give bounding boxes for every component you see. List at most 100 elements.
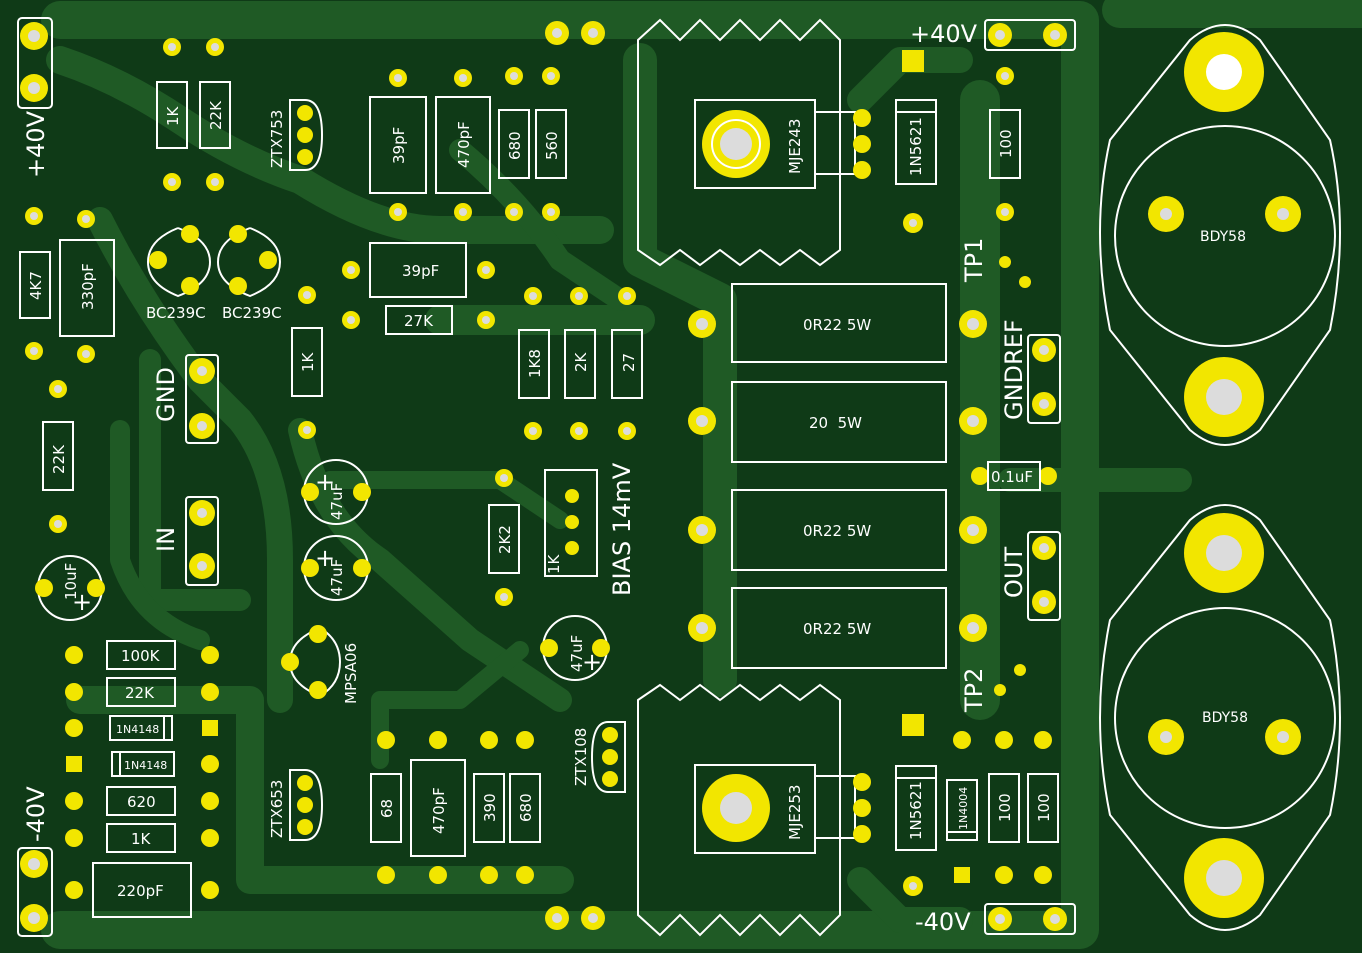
pads-bottom-mid <box>545 906 605 930</box>
resistor-1k8: 1K8 <box>518 287 550 440</box>
neg40-left-label: -40V <box>22 786 50 842</box>
svg-text:1K: 1K <box>131 830 152 848</box>
svg-text:MPSA06: MPSA06 <box>342 643 360 704</box>
svg-text:22K: 22K <box>125 684 155 702</box>
svg-text:1N4148: 1N4148 <box>124 759 167 772</box>
resistor-680-bottom: 680 <box>509 731 541 884</box>
resistor-1k-mid: 1K <box>291 286 323 439</box>
potentiometer-1k: 1K <box>544 469 598 577</box>
diode-1n4004: 1N4004 <box>946 731 978 883</box>
conn-pos40-left: +40V <box>17 17 53 178</box>
test-point-tp1: TP1 <box>960 238 1031 288</box>
test-point-tp2: TP2 <box>960 664 1026 713</box>
resistor-680-top: 680 <box>498 67 530 221</box>
svg-text:1K8: 1K8 <box>526 349 544 378</box>
svg-text:+: + <box>582 648 602 676</box>
conn-gnd: GND <box>152 354 219 444</box>
svg-text:ZTX108: ZTX108 <box>572 728 590 786</box>
conn-out: OUT <box>1000 531 1061 621</box>
power-resistor-4: 0R22 5W <box>688 587 987 669</box>
resistor-560: 560 <box>535 67 567 221</box>
conn-neg40-bottom: -40V <box>915 903 1076 936</box>
svg-text:IN: IN <box>152 527 180 552</box>
svg-text:1N4148: 1N4148 <box>116 723 159 736</box>
svg-text:BDY58: BDY58 <box>1202 710 1248 726</box>
pos40-top-label: +40V <box>910 20 978 48</box>
svg-text:OUT: OUT <box>1000 547 1028 598</box>
capacitor-330pf: 330pF <box>59 210 115 363</box>
svg-text:39pF: 39pF <box>402 262 439 280</box>
svg-text:100: 100 <box>996 793 1014 822</box>
diode-1n5621-bottom: 1N5621 <box>895 714 937 896</box>
svg-text:4K7: 4K7 <box>27 271 45 300</box>
capacitor-39pf-top: 39pF <box>369 69 427 221</box>
resistor-100-bottom-2: 100 <box>1027 731 1059 884</box>
transistor-bc239c-1: BC239C <box>146 225 212 322</box>
resistor-68: 68 <box>370 731 402 884</box>
transistor-bc239c-2: BC239C <box>216 225 282 322</box>
resistor-2k: 2K <box>564 287 596 440</box>
power-resistor-2: 20 5W <box>688 381 987 463</box>
svg-text:10uF: 10uF <box>62 563 80 600</box>
transistor-ztx653: ZTX653 <box>268 769 324 841</box>
svg-text:1K: 1K <box>164 105 182 126</box>
resistor-1k-bottom: 1K <box>65 823 219 853</box>
transistor-ztx108: ZTX108 <box>572 721 626 793</box>
resistor-1k-top: 1K <box>156 38 188 191</box>
svg-text:47uF: 47uF <box>328 559 346 596</box>
resistor-620: 620 <box>65 786 219 816</box>
diode-1n4148-1: 1N4148 <box>65 715 218 741</box>
svg-text:+: + <box>315 468 335 496</box>
capacitor-47uf-1: 47uF + <box>301 459 371 525</box>
svg-text:MJE243: MJE243 <box>786 119 804 174</box>
conn-neg40-left: -40V <box>17 786 53 937</box>
capacitor-47uf-2: 47uF + <box>301 535 371 601</box>
svg-text:27: 27 <box>620 353 638 372</box>
svg-text:1N4004: 1N4004 <box>957 787 970 830</box>
svg-text:MJE253: MJE253 <box>786 785 804 840</box>
svg-text:BC239C: BC239C <box>146 304 206 322</box>
transistor-mpsa06: MPSA06 <box>281 625 360 704</box>
resistor-100-top: 100 <box>989 67 1021 221</box>
svg-text:47uF: 47uF <box>568 635 586 672</box>
conn-gndref: GNDREF <box>1000 319 1061 424</box>
svg-text:GNDREF: GNDREF <box>1000 319 1028 420</box>
svg-text:470pF: 470pF <box>455 121 473 168</box>
pos40-left-label: +40V <box>22 110 50 178</box>
svg-text:620: 620 <box>127 793 156 811</box>
copper-layer <box>41 0 1362 949</box>
capacitor-470pf-top: 470pF <box>435 69 491 221</box>
resistor-390: 390 <box>473 731 505 884</box>
conn-pos40-top: +40V <box>910 19 1076 51</box>
svg-text:0R22 5W: 0R22 5W <box>803 522 871 540</box>
svg-text:680: 680 <box>517 793 535 822</box>
svg-text:BDY58: BDY58 <box>1200 229 1246 245</box>
svg-text:+: + <box>315 544 335 572</box>
svg-text:ZTX653: ZTX653 <box>268 780 286 838</box>
svg-text:TP2: TP2 <box>960 668 988 713</box>
svg-text:1K: 1K <box>545 553 563 574</box>
svg-text:+: + <box>72 588 92 616</box>
svg-text:GND: GND <box>152 367 180 422</box>
resistor-27: 27 <box>611 287 643 440</box>
resistor-2k2: 2K2 <box>488 469 520 606</box>
svg-text:100: 100 <box>1035 793 1053 822</box>
transistor-bdy58-bottom: BDY58 <box>1099 504 1341 931</box>
svg-text:TP1: TP1 <box>960 238 988 283</box>
resistor-100k: 100K <box>65 640 219 670</box>
svg-text:0R22 5W: 0R22 5W <box>803 620 871 638</box>
svg-text:330pF: 330pF <box>79 263 97 310</box>
svg-text:BC239C: BC239C <box>222 304 282 322</box>
svg-text:BIAS 14mV: BIAS 14mV <box>608 462 636 596</box>
resistor-22k-top: 22K <box>199 38 231 191</box>
transistor-mje243: MJE243 <box>637 18 871 267</box>
capacitor-47uf-3: 47uF + <box>540 615 610 681</box>
svg-text:1N5621: 1N5621 <box>907 781 925 840</box>
svg-text:680: 680 <box>506 131 524 160</box>
capacitor-10uf: 10uF + <box>35 555 105 621</box>
svg-text:470pF: 470pF <box>430 787 448 834</box>
capacitor-39pf-mid: 39pF <box>342 242 495 298</box>
svg-text:22K: 22K <box>207 100 225 130</box>
power-resistor-3: 0R22 5W <box>688 489 987 571</box>
